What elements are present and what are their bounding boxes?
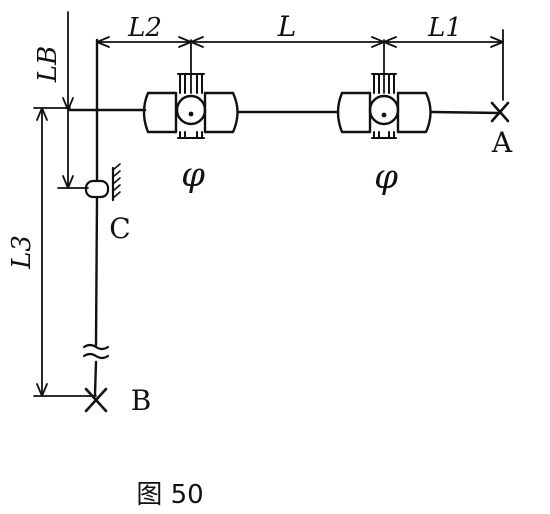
lb-dimension-line: [57, 11, 89, 189]
pipe-break-symbol: [82, 343, 110, 360]
dimension-label-l3: L3: [7, 235, 37, 270]
point-label-c: C: [109, 212, 130, 245]
anchor-a-mark: [490, 101, 510, 123]
guide-support-c: [84, 163, 121, 202]
anchor-b-mark: [84, 387, 108, 413]
top-dimension-line: [96, 29, 504, 101]
joint-label-left-phi: φ: [181, 155, 205, 195]
vertical-pipe: [93, 38, 99, 397]
figure-caption: 图 50: [136, 480, 203, 510]
dimension-label-l1: L1: [427, 13, 462, 43]
dimension-label-l2: L2: [127, 13, 162, 43]
l3-dimension-line: [33, 107, 97, 397]
horizontal-pipe: [68, 108, 502, 115]
left-ball-joint: [142, 39, 239, 139]
dimension-label-l: L: [277, 10, 297, 43]
right-ball-joint: [336, 39, 432, 139]
dimension-label-lb: LB: [33, 46, 63, 83]
point-label-a: A: [491, 126, 513, 159]
joint-label-right-phi: φ: [374, 157, 398, 197]
point-label-b: B: [131, 384, 152, 417]
